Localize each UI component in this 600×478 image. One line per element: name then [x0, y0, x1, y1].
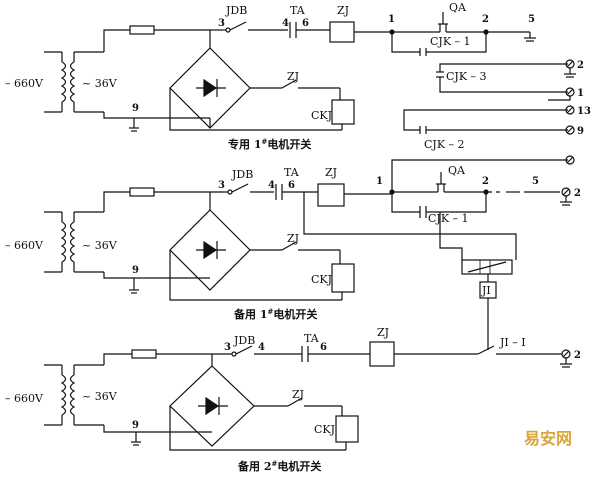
zj-coil [317, 183, 345, 207]
ji-label: JI [481, 284, 491, 297]
secondary-voltage-label: ~ 36V [82, 390, 118, 403]
secondary-voltage-label: ~ 36V [82, 239, 118, 252]
terminal-6: 6 [288, 180, 295, 191]
qa-label-top: QA [449, 1, 467, 14]
transformer [44, 211, 104, 273]
fuse [129, 187, 155, 197]
ckj-coil [335, 415, 359, 443]
circuit-backup-2: – 660V ~ 36V JDB 3 4 TA 6 ZJ [5, 326, 581, 473]
ta-label: TA [304, 332, 320, 345]
caption: 备用 2#电机开关 [237, 459, 321, 474]
terminal-9: 9 [132, 103, 139, 114]
caption: 备用 1#电机开关 [233, 307, 317, 322]
terminal-6: 6 [302, 18, 309, 29]
terminal-4: 4 [282, 18, 289, 29]
primary-voltage-label: – 660V [5, 77, 44, 90]
jdb-switch [231, 345, 302, 357]
jdb-label: JDB [225, 4, 247, 17]
node-5-top: 5 [528, 14, 535, 25]
qa-label-mid: QA [448, 164, 466, 177]
node-1-top: 1 [388, 14, 395, 25]
circuit-backup-1: – 660V ~ 36V JDB 3 TA 4 6 ZJ [5, 166, 517, 322]
fuse [131, 349, 157, 359]
ji-relay-body [461, 259, 513, 275]
transformer [44, 364, 104, 426]
ta-contact [289, 22, 330, 38]
caption: 专用 1#电机开关 [228, 137, 311, 152]
right-network-middle: 1 QA 2 5 2 CJK – 1 JI [376, 164, 581, 346]
terminal-9-right: 9 [577, 126, 584, 137]
ckj-label: CKJ [311, 273, 332, 286]
jdb-label: JDB [231, 168, 253, 181]
ta-contact [301, 346, 370, 362]
watermark: 易安网 [524, 429, 572, 448]
cjk1-label-top: CJK – 1 [430, 35, 471, 48]
terminal-2-a: 2 [577, 60, 584, 71]
ckj-label: CKJ [314, 423, 335, 436]
zj-contact-label: ZJ [287, 232, 299, 245]
secondary-voltage-label: ~ 36V [82, 77, 118, 90]
ta-label: TA [290, 4, 306, 17]
terminal-6: 6 [320, 342, 327, 353]
ta-label: TA [284, 166, 300, 179]
fuse [129, 25, 155, 35]
terminal-4: 4 [268, 180, 275, 191]
transformer [44, 51, 104, 113]
zj-contact-label: ZJ [292, 388, 304, 401]
terminal-13: 13 [577, 106, 591, 117]
node-2-mid: 2 [482, 176, 489, 187]
ckj-coil [331, 99, 355, 125]
terminal-9: 9 [132, 265, 139, 276]
terminal-4: 4 [258, 342, 265, 353]
jdb-label: JDB [233, 334, 255, 347]
terminal-2-b: 2 [574, 188, 581, 199]
ji1-label: JI – I [499, 336, 526, 349]
right-network: 1 QA 2 5 CJK – 1 CJK – 3 2 1 [388, 1, 591, 192]
terminal-1: 1 [577, 88, 584, 99]
terminal-3: 3 [224, 342, 231, 353]
jdb-switch [225, 21, 288, 33]
zj-coil [369, 341, 395, 367]
node-1-mid: 1 [376, 176, 383, 187]
rectifier-bridge [169, 47, 251, 129]
zj-coil-label: ZJ [325, 166, 337, 179]
terminal-2-c: 2 [574, 350, 581, 361]
ta-contact [275, 184, 318, 200]
cjk1-label-mid: CJK – 1 [428, 212, 469, 225]
ckj-coil [331, 263, 355, 293]
ckj-label: CKJ [311, 109, 332, 122]
node-2-top: 2 [482, 14, 489, 25]
terminal-3: 3 [218, 18, 225, 29]
rectifier-bridge [169, 209, 251, 291]
rectifier-bridge [169, 365, 255, 447]
terminal-9: 9 [132, 420, 139, 431]
zj-coil-label: ZJ [377, 326, 389, 339]
zj-coil-label: ZJ [337, 4, 349, 17]
zj-contact-label: ZJ [287, 70, 299, 83]
cjk2-label: CJK – 2 [424, 138, 465, 151]
primary-voltage-label: – 660V [5, 239, 44, 252]
terminal-3: 3 [218, 180, 225, 191]
circuit-dedicated-1: – 660V ~ 36V JDB 3 TA 4 6 [5, 4, 392, 151]
cjk3-label: CJK – 3 [446, 70, 487, 83]
node-5-mid: 5 [532, 176, 539, 187]
primary-voltage-label: – 660V [5, 392, 44, 405]
jdb-switch [227, 183, 274, 195]
zj-coil [329, 21, 355, 43]
